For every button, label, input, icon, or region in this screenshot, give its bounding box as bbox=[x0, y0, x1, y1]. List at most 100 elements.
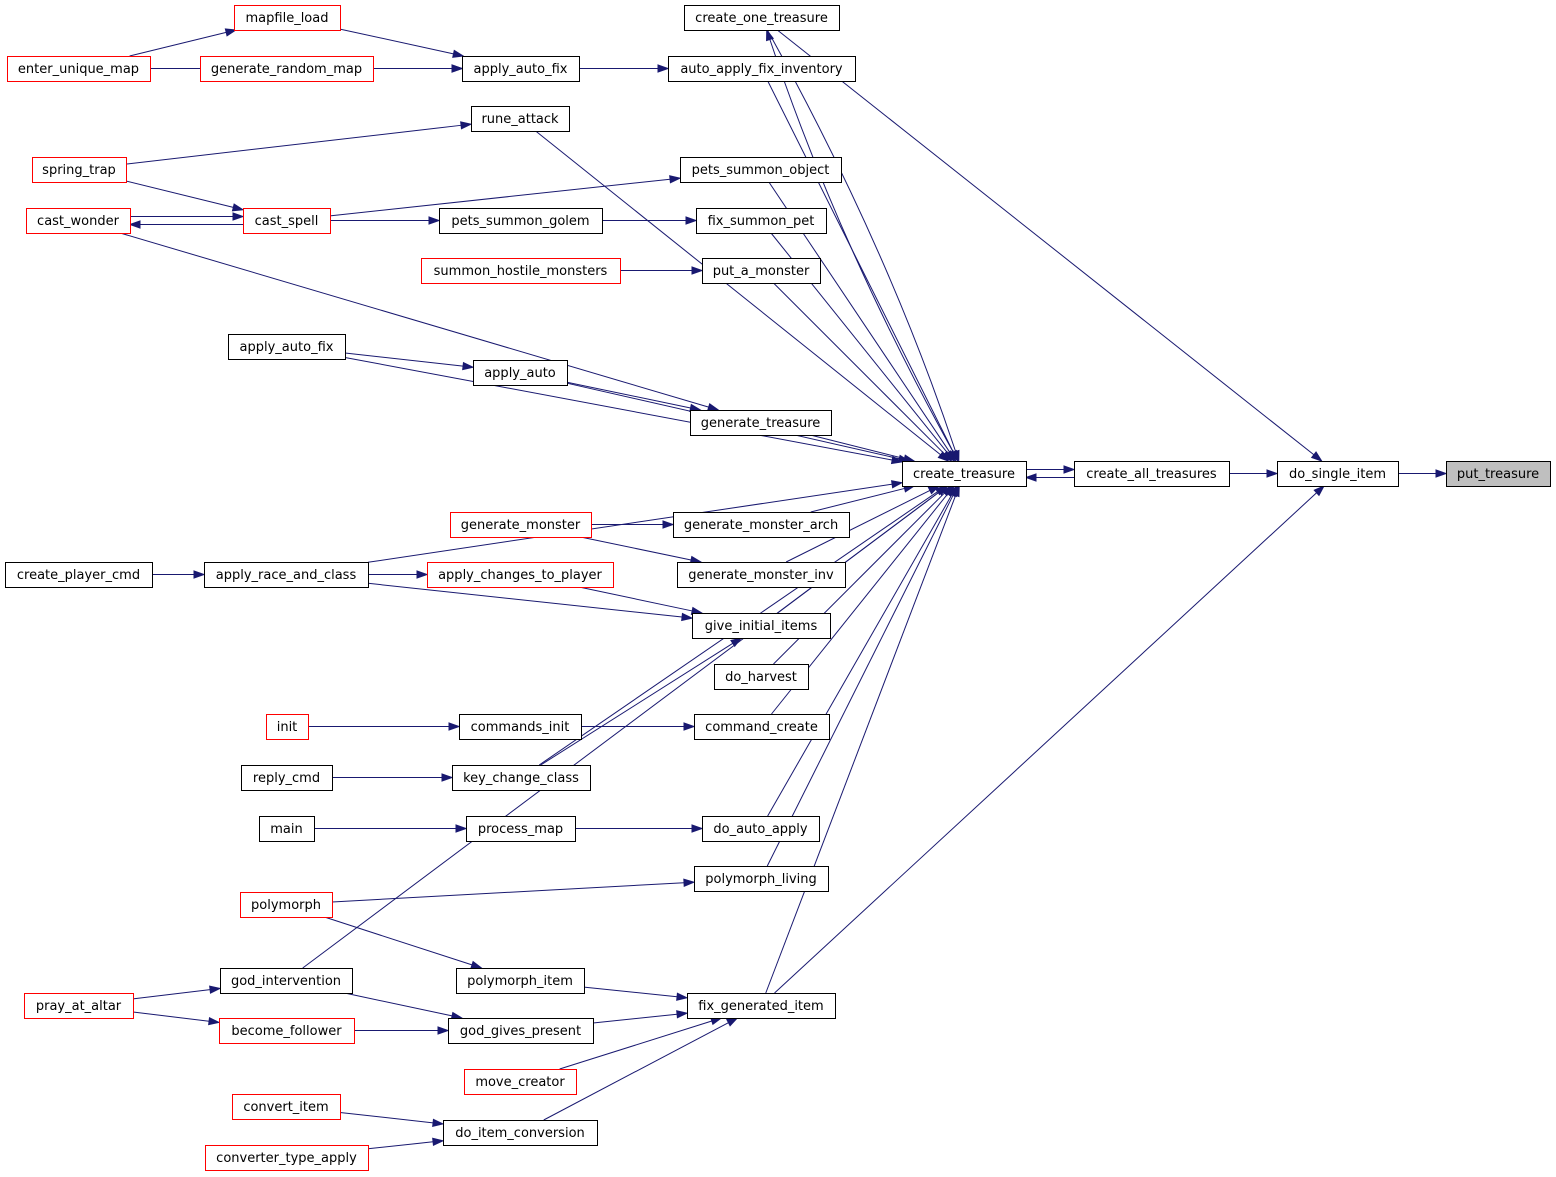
arrowhead bbox=[1313, 484, 1326, 497]
edge-converter_type_apply-to-do_item_conversion bbox=[367, 1137, 445, 1150]
edge-line bbox=[324, 916, 473, 966]
arrowhead bbox=[683, 878, 696, 887]
arrowhead bbox=[451, 64, 464, 73]
node-apply-auto-fix-2[interactable]: apply_auto_fix bbox=[228, 334, 346, 360]
node-spring-trap[interactable]: spring_trap bbox=[32, 157, 127, 183]
node-generate-random-map[interactable]: generate_random_map bbox=[200, 56, 374, 82]
node-box bbox=[259, 816, 315, 842]
arrowhead bbox=[676, 992, 689, 1001]
node-key-change-class[interactable]: key_change_class bbox=[452, 765, 591, 791]
node-box bbox=[243, 208, 331, 234]
node-create-player-cmd[interactable]: create_player_cmd bbox=[5, 562, 153, 588]
arrowhead bbox=[128, 220, 141, 229]
node-box bbox=[1074, 461, 1230, 487]
node-do-harvest[interactable]: do_harvest bbox=[714, 664, 809, 690]
node-fix-summon-pet[interactable]: fix_summon_pet bbox=[696, 208, 827, 234]
node-commands-init[interactable]: commands_init bbox=[459, 714, 582, 740]
node-label: generate_monster_arch bbox=[684, 518, 838, 533]
node-label: apply_auto bbox=[484, 366, 556, 381]
node-label: command_create bbox=[705, 720, 818, 735]
node-label: apply_changes_to_player bbox=[438, 568, 602, 583]
edge-line bbox=[767, 80, 954, 453]
edge-enter_unique_map-to-mapfile_load bbox=[129, 28, 238, 57]
edge-apply_race_and_class-to-apply_changes_to_player bbox=[368, 570, 429, 579]
node-mapfile-load[interactable]: mapfile_load bbox=[234, 5, 341, 31]
node-create-treasure[interactable]: create_treasure bbox=[902, 461, 1027, 487]
node-do-item-conversion[interactable]: do_item_conversion bbox=[443, 1120, 598, 1146]
node-box bbox=[219, 1018, 355, 1044]
node-cast-wonder[interactable]: cast_wonder bbox=[26, 208, 131, 234]
node-generate-monster-inv[interactable]: generate_monster_inv bbox=[677, 562, 846, 588]
node-generate-monster[interactable]: generate_monster bbox=[450, 512, 592, 538]
edge-god_gives_present-to-fix_generated_item bbox=[592, 1010, 689, 1024]
node-do-single-item[interactable]: do_single_item bbox=[1277, 461, 1399, 487]
edge-generate_treasure-to-create_treasure bbox=[810, 434, 916, 463]
node-box bbox=[456, 968, 585, 994]
node-fix-generated-item[interactable]: fix_generated_item bbox=[687, 993, 836, 1019]
edge-line bbox=[125, 124, 462, 165]
node-pets-summon-golem[interactable]: pets_summon_golem bbox=[439, 208, 603, 234]
node-create-one-treasure[interactable]: create_one_treasure bbox=[684, 5, 840, 31]
edge-line bbox=[344, 356, 893, 461]
node-apply-changes-to-player[interactable]: apply_changes_to_player bbox=[427, 562, 614, 588]
edge-line bbox=[810, 434, 905, 460]
node-convert-item[interactable]: convert_item bbox=[232, 1094, 341, 1120]
edge-cast_spell-to-pets_summon_golem bbox=[330, 216, 441, 225]
node-move-creator[interactable]: move_creator bbox=[464, 1069, 577, 1095]
node-main[interactable]: main bbox=[259, 816, 315, 842]
node-converter-type-apply[interactable]: converter_type_apply bbox=[205, 1145, 369, 1171]
node-box bbox=[266, 714, 309, 740]
node-polymorph[interactable]: polymorph bbox=[240, 892, 333, 918]
edge-process_map-to-do_auto_apply bbox=[575, 824, 704, 833]
node-rune-attack[interactable]: rune_attack bbox=[471, 106, 570, 132]
node-label: polymorph_living bbox=[705, 872, 816, 887]
node-box bbox=[234, 5, 341, 31]
node-box bbox=[26, 208, 131, 234]
node-box bbox=[687, 993, 836, 1019]
node-put-treasure[interactable]: put_treasure bbox=[1446, 461, 1551, 487]
node-generate-treasure[interactable]: generate_treasure bbox=[690, 410, 832, 436]
node-pray-at-altar[interactable]: pray_at_altar bbox=[24, 993, 134, 1019]
node-do-auto-apply[interactable]: do_auto_apply bbox=[702, 816, 820, 842]
edge-line bbox=[810, 487, 905, 513]
node-reply-cmd[interactable]: reply_cmd bbox=[241, 765, 333, 791]
node-init[interactable]: init bbox=[266, 714, 309, 740]
node-generate-monster-arch[interactable]: generate_monster_arch bbox=[673, 512, 850, 538]
edge-apply_auto_fix_2-to-apply_auto bbox=[344, 352, 475, 371]
node-create-all-treasures[interactable]: create_all_treasures bbox=[1074, 461, 1230, 487]
node-label: pray_at_altar bbox=[36, 999, 122, 1014]
node-god-gives-present[interactable]: god_gives_present bbox=[448, 1018, 594, 1044]
arrowhead bbox=[726, 1017, 739, 1027]
node-cast-spell[interactable]: cast_spell bbox=[243, 208, 331, 234]
node-label: god_intervention bbox=[231, 974, 341, 989]
edge-line bbox=[329, 178, 671, 217]
node-box bbox=[466, 816, 576, 842]
node-box bbox=[690, 410, 832, 436]
node-pets-summon-object[interactable]: pets_summon_object bbox=[680, 157, 842, 183]
node-polymorph-living[interactable]: polymorph_living bbox=[694, 866, 829, 892]
edge-line bbox=[331, 882, 685, 903]
node-put-a-monster[interactable]: put_a_monster bbox=[702, 258, 821, 284]
node-label: spring_trap bbox=[42, 163, 116, 178]
node-box bbox=[694, 714, 830, 740]
edge-key_change_class-to-give_initial_items bbox=[540, 637, 743, 766]
arrowhead bbox=[455, 824, 468, 833]
edge-line bbox=[339, 28, 454, 55]
node-summon-hostile-monsters[interactable]: summon_hostile_monsters bbox=[421, 258, 621, 284]
node-polymorph-item[interactable]: polymorph_item bbox=[456, 968, 585, 994]
edge-reply_cmd-to-key_change_class bbox=[332, 773, 454, 782]
node-become-follower[interactable]: become_follower bbox=[219, 1018, 355, 1044]
node-enter-unique-map[interactable]: enter_unique_map bbox=[7, 56, 151, 82]
node-command-create[interactable]: command_create bbox=[694, 714, 830, 740]
node-apply-race-and-class[interactable]: apply_race_and_class bbox=[204, 562, 369, 588]
edge-put_a_monster-to-create_treasure bbox=[773, 282, 953, 463]
edge-convert_item-to-do_item_conversion bbox=[339, 1112, 445, 1127]
node-auto-apply-fix-inventory[interactable]: auto_apply_fix_inventory bbox=[668, 56, 856, 82]
node-apply-auto[interactable]: apply_auto bbox=[473, 360, 568, 386]
node-give-initial-items[interactable]: give_initial_items bbox=[692, 613, 831, 639]
edge-pets_summon_golem-to-fix_summon_pet bbox=[602, 216, 698, 225]
node-apply-auto-fix-1[interactable]: apply_auto_fix bbox=[462, 56, 580, 82]
node-process-map[interactable]: process_map bbox=[466, 816, 576, 842]
node-god-intervention[interactable]: god_intervention bbox=[220, 968, 353, 994]
node-label: give_initial_items bbox=[705, 619, 818, 634]
